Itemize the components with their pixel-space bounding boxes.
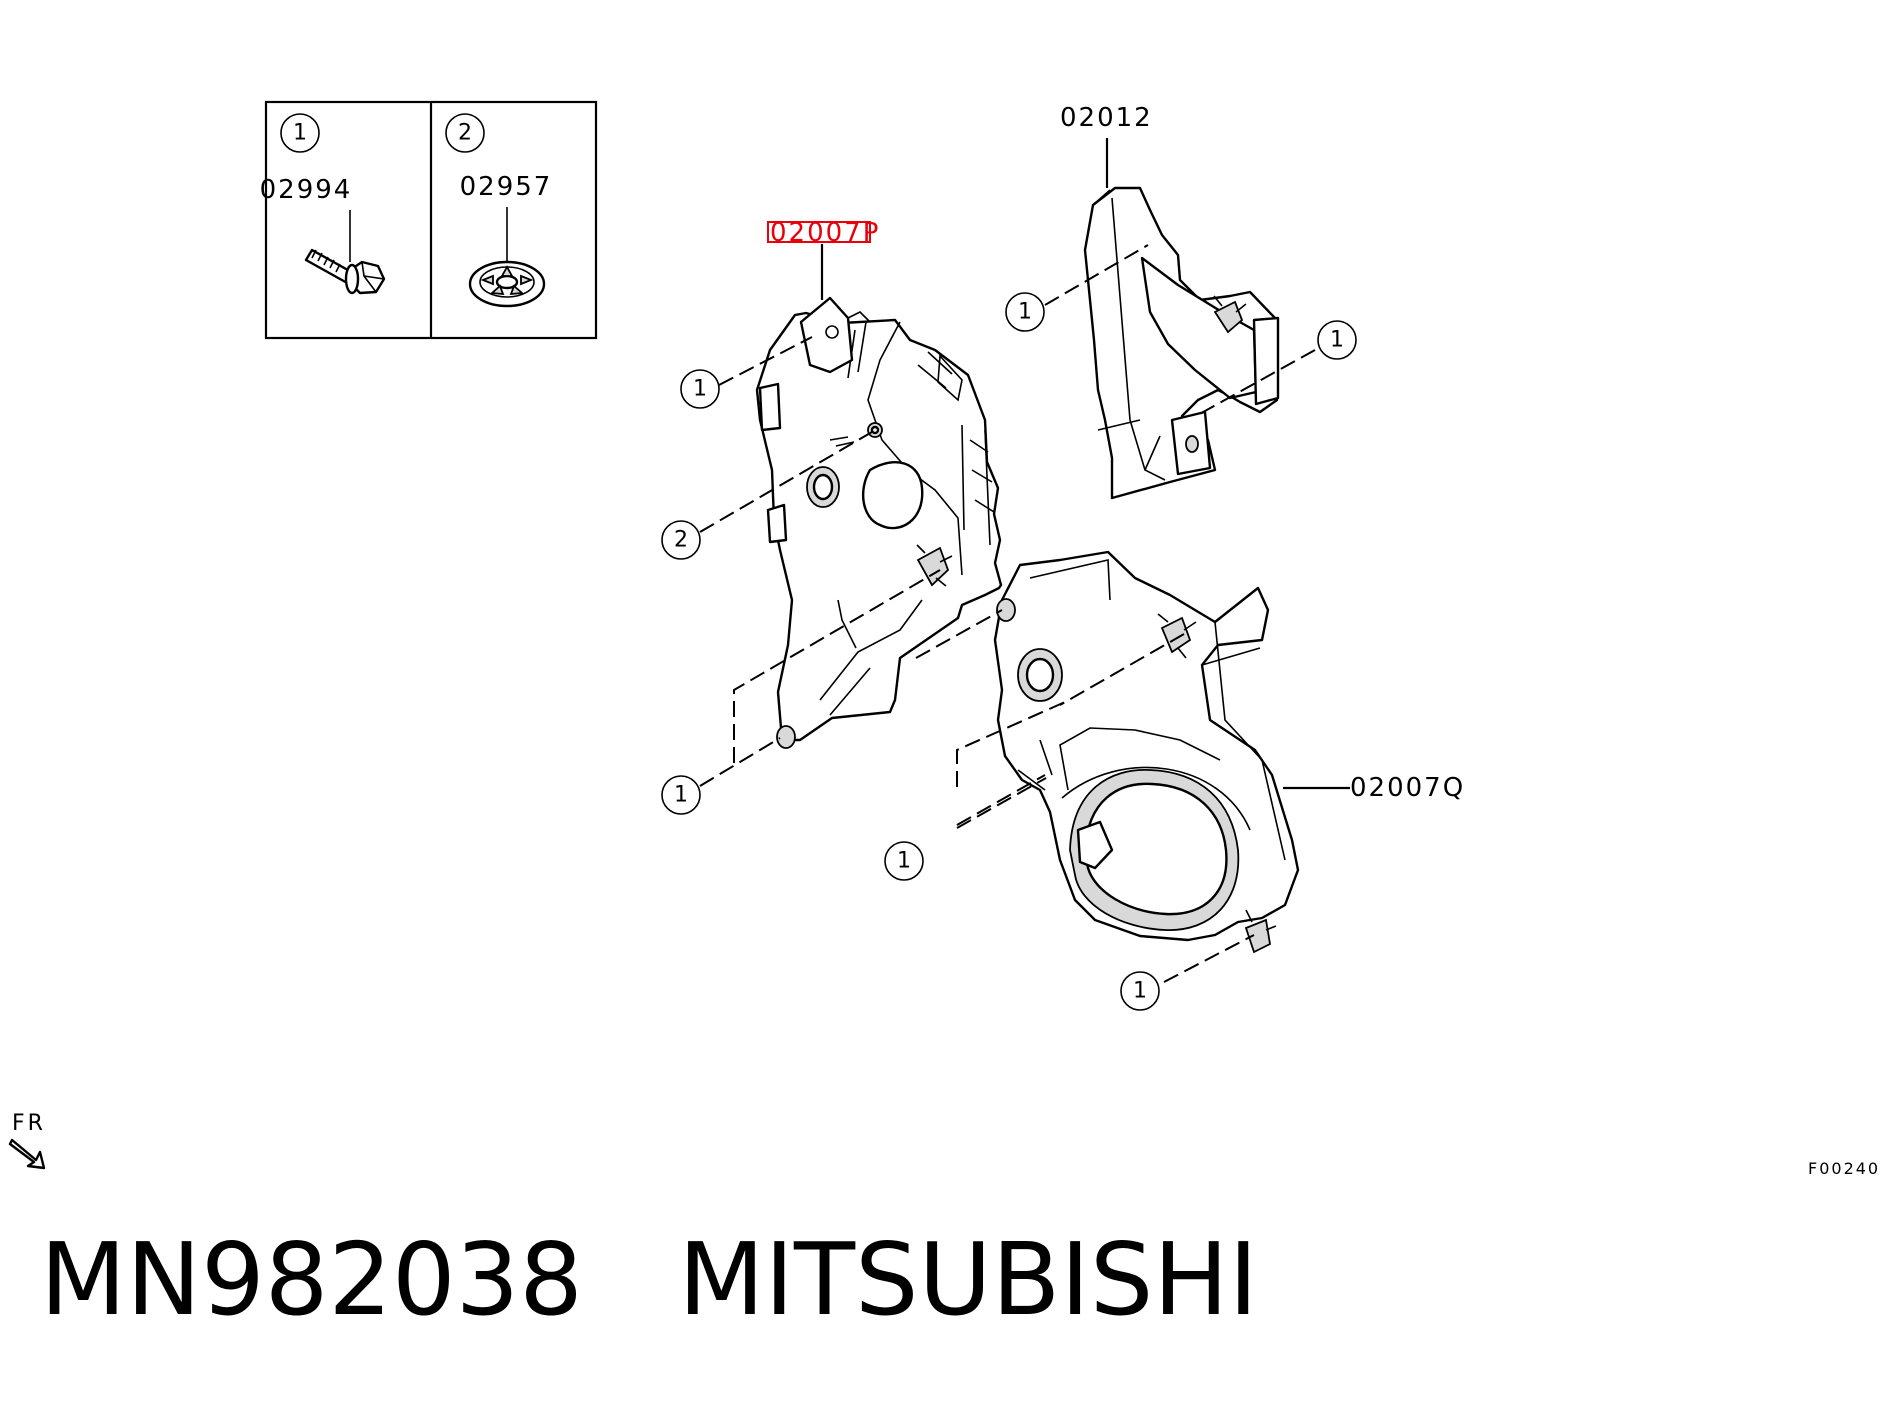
svg-text:1: 1	[693, 377, 707, 402]
inset-part-label-1: 02994	[260, 175, 353, 205]
inset-item-1: 1 02994	[260, 113, 386, 295]
caption-part-number: MN982038	[40, 1221, 583, 1338]
front-direction-indicator: FR	[8, 1111, 46, 1170]
figure-code: F00240	[1808, 1159, 1880, 1178]
inset-part-label-2: 02957	[460, 172, 553, 202]
fastener-lines	[699, 244, 1316, 983]
inset-box: 1 02994 2 02957	[260, 100, 598, 340]
rear-timing-cover	[1083, 186, 1280, 500]
part-label-upper-cover[interactable]: 02007P	[770, 218, 880, 248]
svg-text:1: 1	[1018, 300, 1032, 325]
part-label-rear-cover[interactable]: 02012	[1060, 103, 1153, 133]
svg-text:1: 1	[1330, 328, 1344, 353]
svg-text:1: 1	[674, 783, 688, 808]
callout-1f: 1	[1120, 971, 1160, 1011]
inset-callout-1: 1	[293, 121, 307, 146]
callout-1b: 1	[1005, 292, 1045, 332]
direction-label: FR	[12, 1111, 46, 1136]
caption-brand: MITSUBISHI	[678, 1221, 1258, 1338]
part-caption: MN982038 MITSUBISHI	[40, 1230, 1258, 1330]
callout-1a: 1	[680, 369, 720, 409]
svg-text:1: 1	[897, 849, 911, 874]
callout-1d: 1	[661, 775, 701, 815]
inset-callout-2: 2	[458, 121, 472, 146]
callout-1c: 1	[1317, 320, 1357, 360]
clip-washer-icon	[468, 260, 546, 308]
callout-2a: 2	[661, 520, 701, 560]
svg-text:2: 2	[674, 528, 688, 553]
lower-timing-cover	[993, 550, 1300, 954]
part-label-lower-cover[interactable]: 02007Q	[1350, 773, 1465, 803]
bolt-icon	[304, 248, 386, 295]
inset-item-2: 2 02957	[445, 113, 553, 308]
arrow-front-icon	[8, 1138, 46, 1170]
upper-timing-cover	[755, 296, 1003, 749]
highlight-box	[767, 221, 871, 243]
callout-1e: 1	[884, 841, 924, 881]
svg-text:1: 1	[1133, 979, 1147, 1004]
